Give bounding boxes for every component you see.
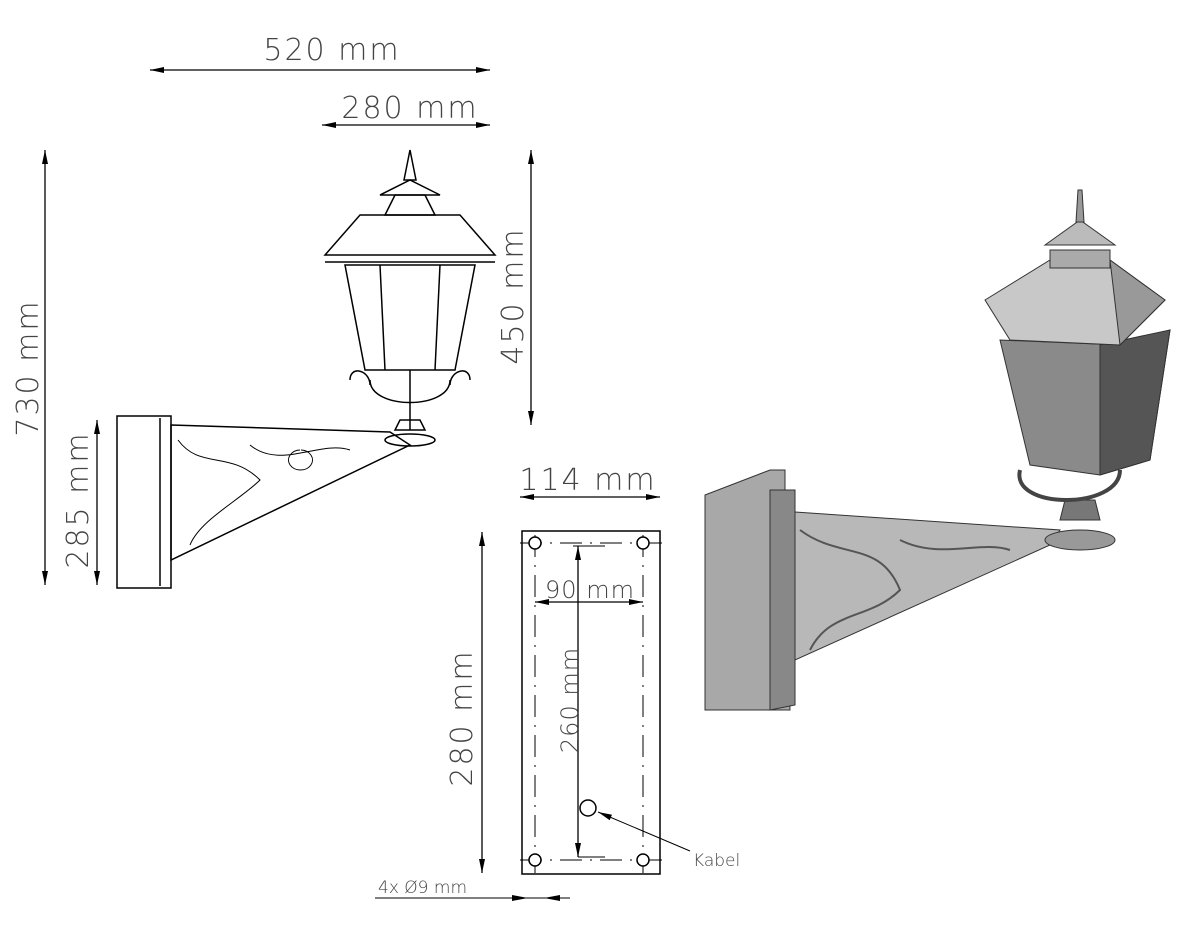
dim-label-hole-diameter: 4x Ø9 mm xyxy=(378,878,467,898)
lamp-3d-render xyxy=(704,189,1171,711)
mounting-hole xyxy=(528,853,542,867)
dimension-520: 520 mm xyxy=(150,33,490,73)
mounting-hole xyxy=(636,853,650,867)
dimension-280-top: 280 mm xyxy=(322,91,490,128)
dimension-280-plate: 280 mm xyxy=(445,532,485,873)
dim-label-plate-height: 280 mm xyxy=(445,649,480,786)
mounting-hole xyxy=(528,536,542,550)
dim-label-bracket-height: 285 mm xyxy=(61,431,96,568)
dim-label-lantern-width: 280 mm xyxy=(341,91,478,126)
dimension-285: 285 mm xyxy=(61,420,100,585)
lamp-side-elevation xyxy=(116,149,497,589)
dim-label-overall-height: 730 mm xyxy=(11,299,46,436)
dimension-730: 730 mm xyxy=(11,150,48,585)
mounting-plate: 260 mm 90 mm Kabel xyxy=(520,530,740,875)
dim-label-hole-spacing-vertical: 260 mm xyxy=(556,647,584,753)
dim-label-plate-width: 114 mm xyxy=(519,463,656,498)
mounting-hole xyxy=(636,536,650,550)
dim-label-overall-width: 520 mm xyxy=(263,33,400,68)
dimension-450: 450 mm xyxy=(496,150,534,425)
dimension-114: 114 mm xyxy=(519,463,660,500)
cable-label: Kabel xyxy=(693,851,740,871)
cable-hole xyxy=(579,799,597,817)
dim-label-hole-spacing-horizontal: 90 mm xyxy=(545,576,635,604)
dim-label-lantern-height: 450 mm xyxy=(496,227,531,364)
dimension-hole-diameter: 4x Ø9 mm xyxy=(375,878,570,901)
